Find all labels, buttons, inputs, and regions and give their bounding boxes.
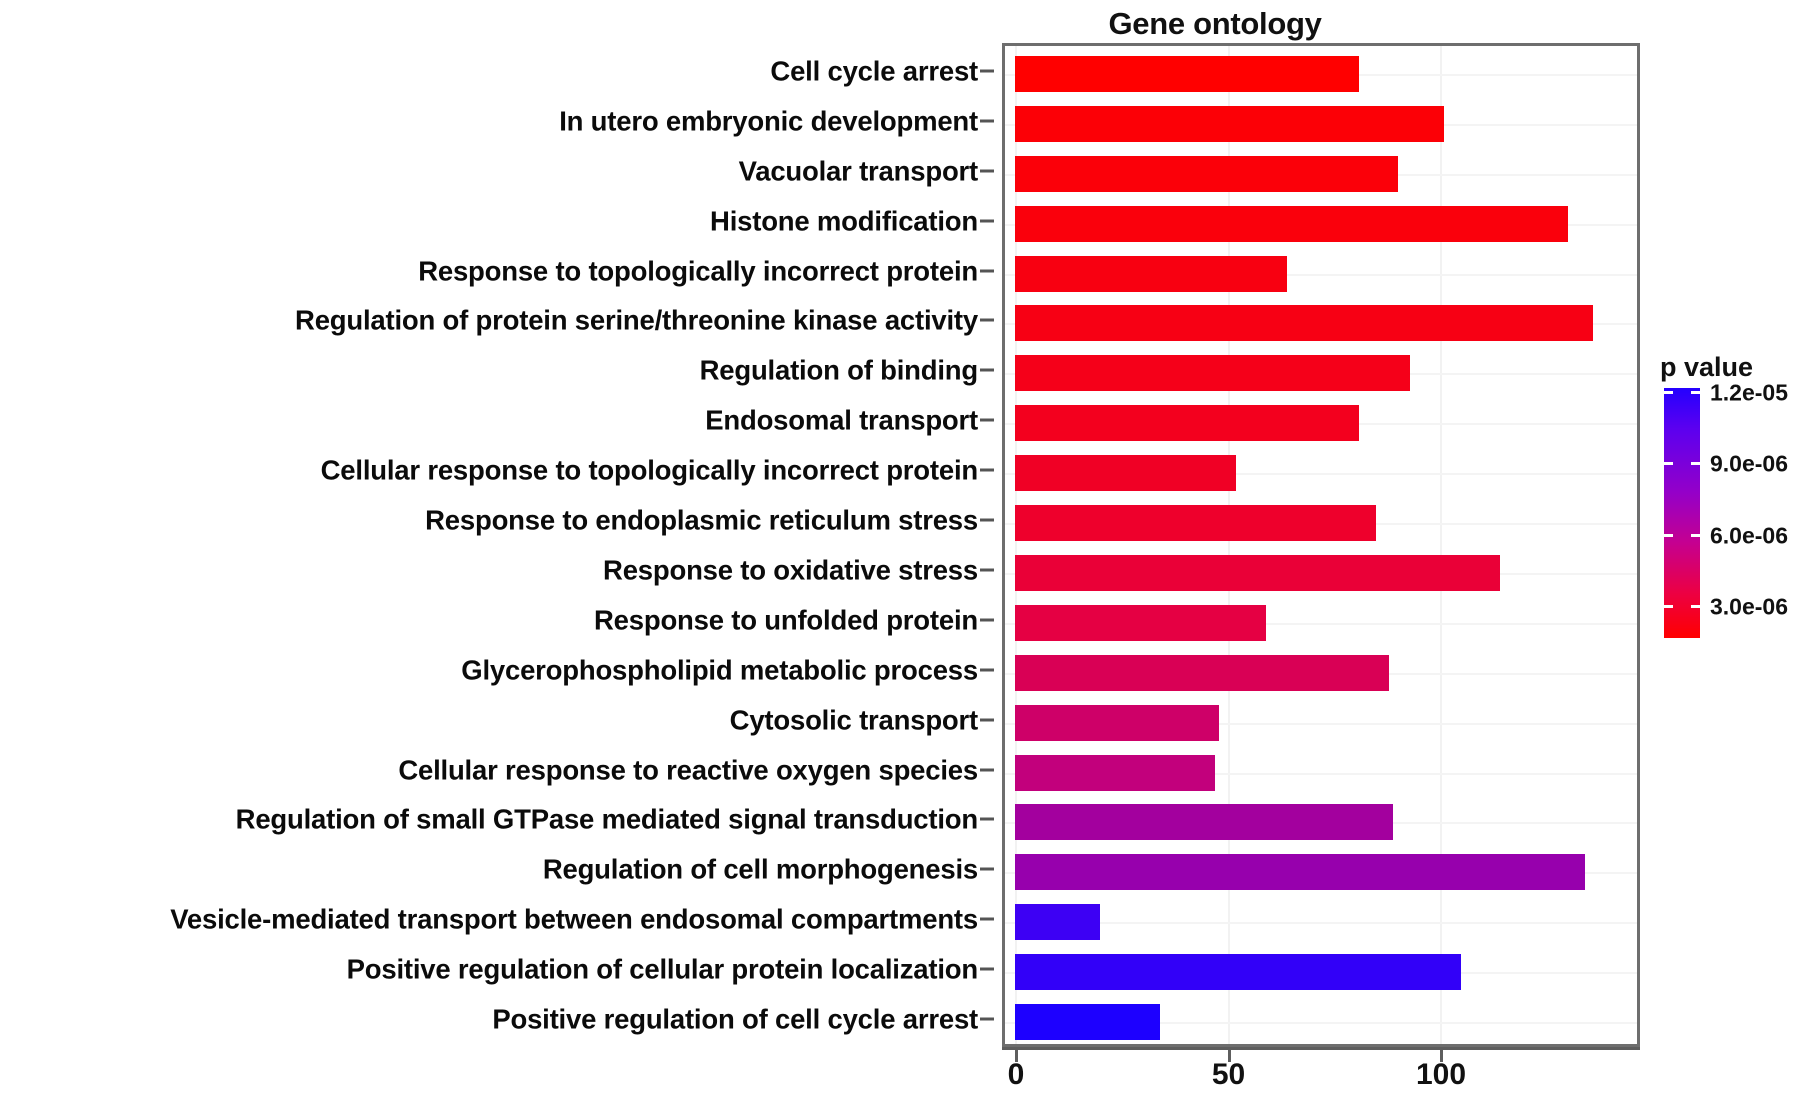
x-axis-tick-mark <box>1227 1050 1231 1062</box>
y-axis-tick-label: Vacuolar transport <box>738 155 979 186</box>
y-axis-tick-mark <box>980 618 994 622</box>
horizontal-gridline <box>1005 473 1637 476</box>
y-axis-tick-mark <box>980 917 994 921</box>
y-axis-tick-mark <box>980 768 994 772</box>
bar <box>1015 155 1398 192</box>
y-axis-tick-mark <box>980 368 994 372</box>
vertical-gridline <box>1227 46 1230 1044</box>
y-axis-tick-label: Positive regulation of cell cycle arrest <box>492 1003 978 1035</box>
horizontal-gridline <box>1005 622 1637 625</box>
y-axis-tick-label: Response to unfolded protein <box>594 604 978 636</box>
bar <box>1015 904 1100 941</box>
bar <box>1015 405 1360 442</box>
legend-tick-label: 3.0e-06 <box>1710 593 1789 620</box>
x-axis-tick-mark <box>1015 1050 1018 1062</box>
y-axis-tick-label: Regulation of binding <box>699 354 979 386</box>
vertical-gridline <box>1015 46 1017 1044</box>
y-axis-tick-mark <box>980 817 994 821</box>
bar <box>1015 305 1593 342</box>
page-title: Gene ontology <box>1108 6 1322 41</box>
bar <box>1015 604 1266 641</box>
y-axis-tick-label: Cellular response to reactive oxygen spe… <box>398 753 978 785</box>
horizontal-gridline <box>1005 772 1637 775</box>
legend-tick-mark <box>1691 391 1700 394</box>
y-axis-tick-mark <box>980 318 994 322</box>
x-axis-tick-label: 0 <box>1007 1058 1025 1091</box>
bars-group <box>1005 46 1637 1044</box>
legend-tick-mark <box>1691 604 1700 608</box>
y-axis-tick-mark <box>980 169 994 173</box>
y-axis-tick-mark <box>980 668 994 672</box>
bar <box>1015 105 1445 142</box>
y-axis-tick-label: Regulation of small GTPase mediated sign… <box>235 803 979 835</box>
legend-tick-mark <box>1664 533 1673 537</box>
legend-tick-label: 9.0e-06 <box>1710 450 1789 477</box>
y-axis-tick-mark <box>980 518 994 522</box>
y-axis-tick-mark <box>980 1017 994 1021</box>
legend-tick-label: 6.0e-06 <box>1710 522 1789 548</box>
bar <box>1015 505 1377 542</box>
x-axis-tick-label: 100 <box>1415 1058 1467 1091</box>
legend-title: p value <box>1660 352 1754 382</box>
y-axis-labels: Cell cycle arrest In utero embryonic deve… <box>0 43 1000 1047</box>
legend-tick-label: 1.2e-05 <box>1710 379 1789 406</box>
y-axis-tick-label: Endosomal transport <box>705 404 978 436</box>
y-axis-tick-mark <box>980 269 994 273</box>
x-axis-tick-mark <box>1440 1050 1443 1062</box>
y-axis-tick-mark <box>980 718 994 722</box>
y-axis-tick-label: In utero embryonic development <box>559 105 978 137</box>
legend-tick-mark <box>1664 604 1673 608</box>
plot-panel <box>1002 43 1640 1047</box>
x-axis-tick-label: 50 <box>1211 1058 1246 1091</box>
y-axis-tick-mark <box>980 219 994 223</box>
y-axis-tick-label: Regulation of cell morphogenesis <box>542 853 978 885</box>
bar <box>1015 654 1389 691</box>
legend-tick-mark <box>1691 462 1700 466</box>
vertical-gridline <box>1440 46 1442 1044</box>
y-axis-tick-label: Glycerophospholipid metabolic process <box>461 654 978 685</box>
bar <box>1015 554 1500 591</box>
bar <box>1015 1004 1160 1041</box>
y-axis-tick-mark <box>980 867 994 871</box>
y-axis-tick-label: Response to topologically incorrect prot… <box>418 254 978 286</box>
horizontal-gridline <box>1005 722 1637 725</box>
horizontal-gridline <box>1005 922 1637 925</box>
bar <box>1015 854 1585 891</box>
y-axis-tick-label: Regulation of protein serine/threonine k… <box>295 304 978 336</box>
y-axis-tick-mark <box>980 568 994 572</box>
y-axis-tick-label: Positive regulation of cellular protein … <box>346 953 979 985</box>
x-axis-line <box>1002 1047 1640 1050</box>
bar <box>1015 205 1568 242</box>
legend-tick-mark <box>1691 533 1700 537</box>
y-axis-tick-label: Cytosolic transport <box>729 703 979 735</box>
bar <box>1015 255 1287 292</box>
y-axis-tick-label: Response to endoplasmic reticulum stress <box>425 504 978 536</box>
horizontal-gridline <box>1005 1022 1637 1025</box>
legend-tick-mark <box>1664 462 1673 466</box>
bar <box>1015 55 1360 92</box>
y-axis-tick-mark <box>980 418 994 422</box>
y-axis-tick-mark <box>980 119 994 123</box>
y-axis-tick-mark <box>980 967 994 971</box>
legend-tick-mark <box>1664 391 1673 394</box>
bar <box>1015 704 1219 741</box>
bar <box>1015 754 1215 791</box>
y-axis-tick-label: Cellular response to topologically incor… <box>320 454 979 486</box>
y-axis-tick-label: Response to oxidative stress <box>603 554 978 586</box>
horizontal-gridline <box>1005 273 1637 276</box>
bar <box>1015 954 1462 991</box>
y-axis-tick-mark <box>980 69 994 73</box>
y-axis-tick-label: Vesicle-mediated transport between endos… <box>170 903 978 935</box>
y-axis-tick-label: Cell cycle arrest <box>770 55 978 87</box>
bar <box>1015 355 1411 392</box>
bar <box>1015 804 1394 841</box>
legend-colorbar <box>1664 388 1700 638</box>
bar <box>1015 455 1236 492</box>
y-axis-tick-label: Histone modification <box>710 204 978 236</box>
y-axis-tick-mark <box>980 468 994 472</box>
